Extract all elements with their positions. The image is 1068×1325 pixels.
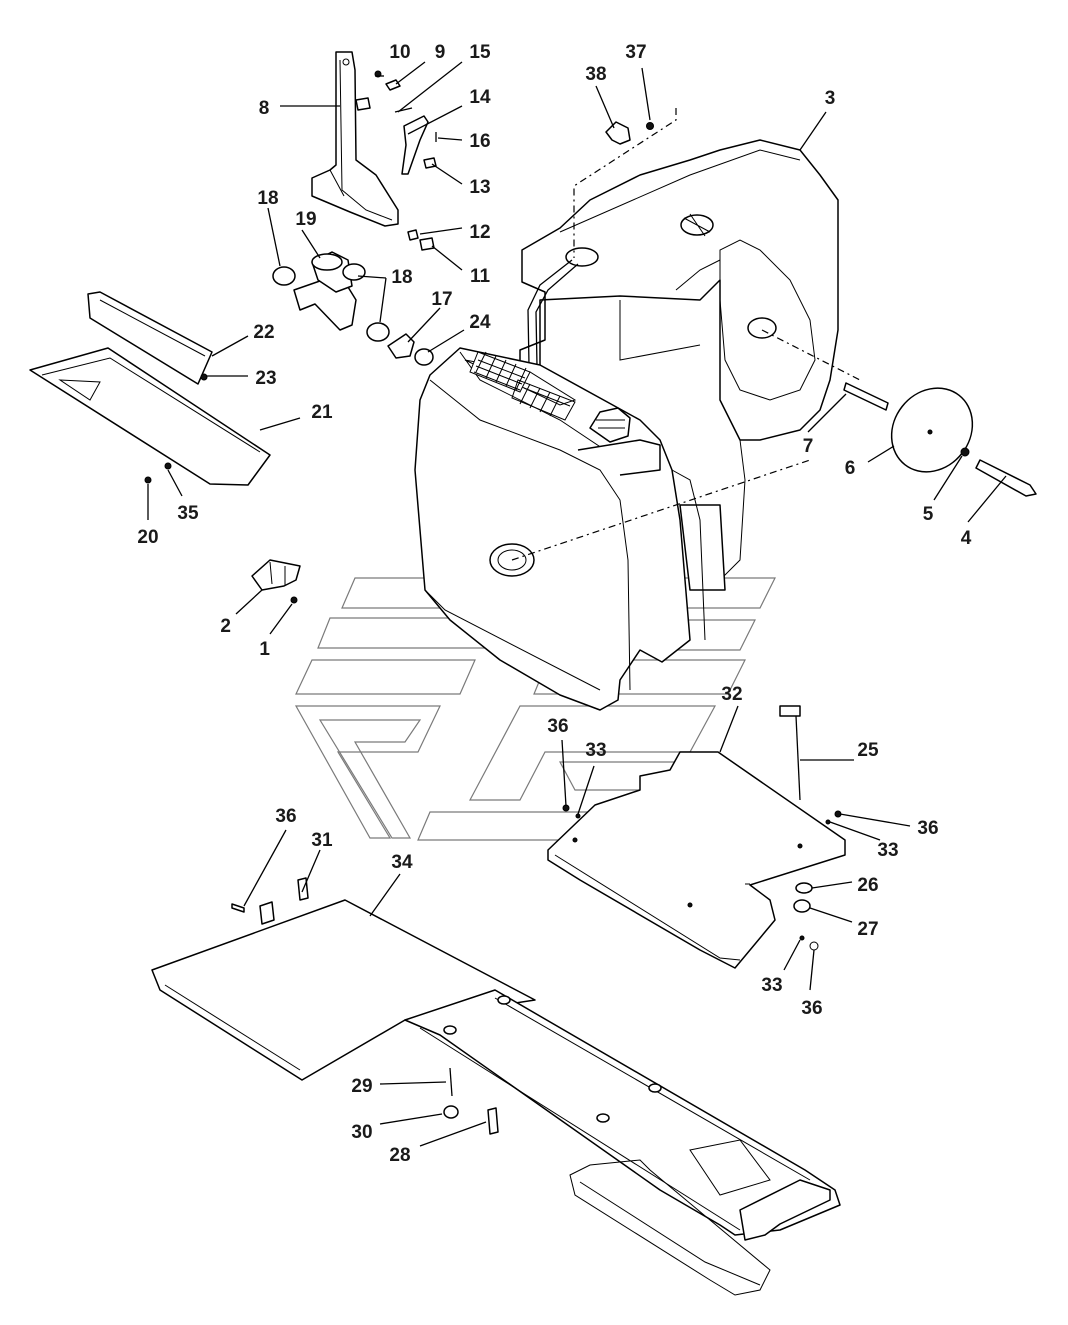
callout-24: 24 <box>469 312 491 333</box>
pipe-fittings <box>272 251 434 366</box>
fitting-38 <box>605 121 654 145</box>
callout-6: 6 <box>845 458 856 479</box>
callout-13: 13 <box>469 177 490 198</box>
callout-20: 20 <box>137 527 158 548</box>
callout-37: 37 <box>625 42 646 63</box>
frame-and-plate-34 <box>151 877 841 1296</box>
callout-17: 17 <box>431 289 452 310</box>
leader-lines <box>147 61 1007 1147</box>
callout-29: 29 <box>351 1076 372 1097</box>
callout-25: 25 <box>857 740 879 761</box>
callout-36-right: 36 <box>917 818 938 839</box>
callout-11: 11 <box>470 266 491 287</box>
callout-9: 9 <box>435 42 446 63</box>
clip-2 <box>251 559 301 604</box>
callout-33-center: 33 <box>585 740 606 761</box>
callout-21: 21 <box>311 402 333 423</box>
callout-26: 26 <box>857 875 878 896</box>
callout-8: 8 <box>259 98 270 119</box>
callout-1-label: 1 <box>259 639 270 660</box>
callout-28: 28 <box>389 1145 410 1166</box>
callout-23: 23 <box>255 368 276 389</box>
callout-18-right: 18 <box>391 267 412 288</box>
callout-3: 3 <box>825 88 836 109</box>
callout-7: 7 <box>803 436 814 457</box>
callout-10: 10 <box>389 42 410 63</box>
bracket-8 <box>311 51 399 227</box>
callout-14: 14 <box>469 87 491 108</box>
callout-31: 31 <box>311 830 333 851</box>
disc-and-bolt <box>843 382 1037 497</box>
callout-36-center: 36 <box>547 716 568 737</box>
callout-4: 4 <box>961 528 972 549</box>
plate-32 <box>547 705 846 969</box>
callout-32: 32 <box>721 684 742 705</box>
callout-12: 12 <box>469 222 490 243</box>
callout-36-bottom: 36 <box>801 998 822 1019</box>
assembly-centerlines <box>511 108 861 561</box>
callout-22: 22 <box>253 322 274 343</box>
callout-19: 19 <box>295 209 316 230</box>
callout-15: 15 <box>469 42 491 63</box>
callout-18-left: 18 <box>257 188 278 209</box>
hydraulic-tank <box>414 347 706 711</box>
callout-16: 16 <box>469 131 490 152</box>
callout-38: 38 <box>585 64 606 85</box>
callout-labels: 2 1 3 4 5 6 7 8 9 10 11 12 13 14 15 16 1… <box>137 42 971 1166</box>
filler-cap-icon <box>589 407 631 443</box>
cover-plate-21 <box>29 291 271 486</box>
callout-36-left: 36 <box>275 806 296 827</box>
callout-30: 30 <box>351 1122 372 1143</box>
callout-5: 5 <box>923 504 934 525</box>
callout-2: 2 <box>220 616 231 637</box>
callout-27: 27 <box>857 919 878 940</box>
callout-33-right: 33 <box>877 840 898 861</box>
callout-35: 35 <box>177 503 199 524</box>
vent-grille <box>469 351 576 421</box>
callout-33-bottom: 33 <box>761 975 782 996</box>
callout-34: 34 <box>391 852 413 873</box>
small-fasteners-top <box>374 70 437 251</box>
